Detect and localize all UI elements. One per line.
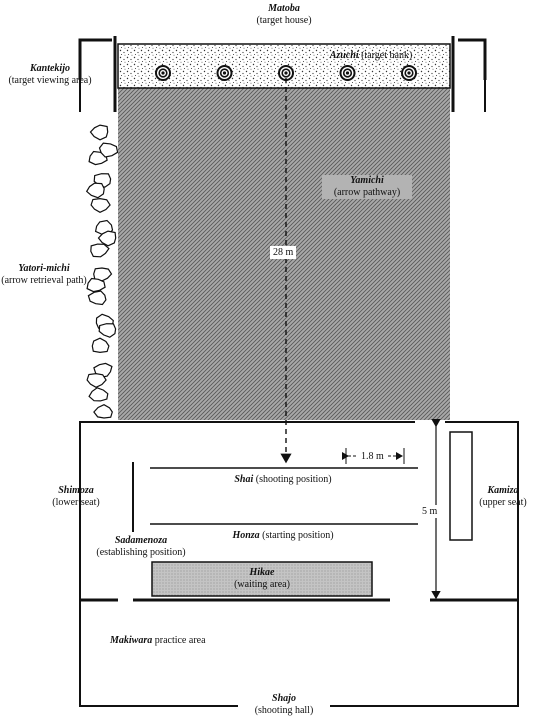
stepping-stone — [88, 387, 109, 402]
target-2 — [216, 65, 233, 81]
azuchi-gloss: (target bank) — [361, 50, 413, 61]
distance-label: 28 m — [270, 246, 297, 259]
hikae-term: Hikae — [249, 567, 275, 578]
kantekijo-gloss: (target viewing area) — [8, 75, 92, 86]
shimoza-term: Shimoza — [58, 485, 94, 496]
target-4 — [339, 65, 356, 81]
makiwara-term: Makiwara — [110, 635, 153, 646]
hikae-label: Hikae (waiting area) — [222, 567, 302, 591]
sadamenoza-gloss: (establishing position) — [96, 547, 186, 558]
yatori-michi-stones — [85, 124, 119, 419]
yatori-michi-gloss: (arrow retrieval path) — [1, 275, 87, 286]
matoba-gloss: (target house) — [256, 15, 312, 26]
shimoza-label: Shimoza (lower seat) — [36, 485, 116, 509]
hall-depth-label: 5 m — [419, 505, 441, 518]
stepping-stone — [93, 267, 113, 282]
shajo-gloss: (shooting hall) — [254, 705, 314, 716]
matoba-label: Matoba (target house) — [238, 3, 330, 27]
stepping-stone — [86, 372, 107, 388]
kamiza-term: Kamiza — [487, 485, 519, 496]
honza-gloss: (starting position) — [262, 530, 334, 541]
hikae-area — [151, 561, 373, 597]
sadamenoza-label: Sadamenoza (establishing position) — [82, 535, 200, 559]
yamichi-gloss: (arrow pathway) — [333, 187, 401, 198]
yatori-michi-label: Yatori-michi (arrow retrieval path) — [0, 263, 88, 287]
shimoza-gloss: (lower seat) — [52, 497, 100, 508]
shajo-right-wall — [445, 421, 519, 600]
sadamenoza-term: Sadamenoza — [114, 535, 168, 546]
kamiza-gloss: (upper seat) — [479, 497, 527, 508]
hikae-gloss: (waiting area) — [234, 579, 290, 590]
yamichi-label: Yamichi (arrow pathway) — [322, 175, 412, 199]
stepping-stone — [89, 124, 109, 141]
honza-term: Honza — [232, 530, 260, 541]
makiwara-gloss: practice area — [154, 635, 206, 646]
honza-label: Honza (starting position) — [208, 530, 358, 542]
stepping-stone — [90, 197, 111, 213]
stepping-stone — [86, 277, 106, 293]
kamiza-seat — [449, 431, 473, 541]
azuchi-label: Azuchi (target bank) — [316, 50, 426, 62]
stepping-stone — [91, 337, 110, 354]
shajo-lower-hall — [79, 600, 519, 707]
stepping-stone — [93, 404, 113, 419]
shajo-label: Shajo (shooting hall) — [238, 693, 330, 717]
target-1 — [155, 65, 171, 81]
stepping-stone — [87, 290, 107, 306]
stepping-stone — [90, 243, 110, 258]
shai-width-label: 1.8 m — [358, 450, 387, 463]
shajo-term: Shajo — [272, 693, 296, 704]
matoba-left-wall — [78, 38, 112, 80]
makiwara-label: Makiwara practice area — [110, 635, 240, 647]
shai-term: Shai — [234, 474, 254, 485]
stepping-stone — [98, 323, 117, 338]
matoba-term: Matoba — [268, 3, 300, 14]
stepping-stone — [97, 230, 117, 247]
kamiza-label: Kamiza (upper seat) — [470, 485, 536, 509]
stepping-stone — [98, 142, 119, 158]
shai-label: Shai (shooting position) — [208, 474, 358, 486]
kantekijo-term: Kantekijo — [29, 63, 70, 74]
target-3 — [278, 65, 294, 81]
yatori-michi-term: Yatori-michi — [18, 263, 70, 274]
kantekijo-label: Kantekijo (target viewing area) — [0, 63, 100, 87]
matoba-right-wall — [458, 38, 487, 80]
stepping-stone — [85, 182, 105, 199]
azuchi-term: Azuchi — [329, 50, 359, 61]
shai-gloss: (shooting position) — [255, 474, 332, 485]
yamichi-term: Yamichi — [350, 175, 384, 186]
targets-group — [155, 65, 417, 81]
target-5 — [401, 65, 417, 81]
shajo-left-wall — [79, 421, 415, 600]
